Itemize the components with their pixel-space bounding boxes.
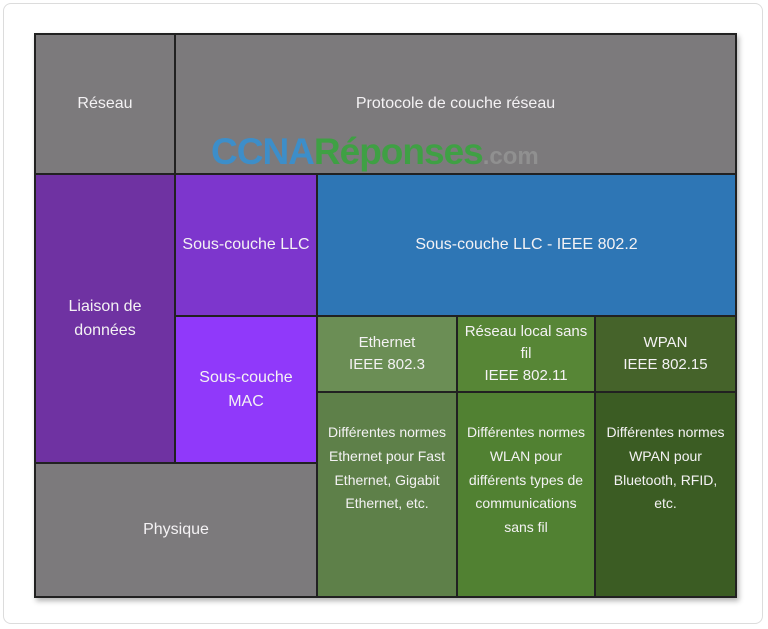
cell-ethernet-header: Ethernet IEEE 802.3 [316, 315, 456, 391]
wpan-description-text: Différentes normes WPAN pour Bluetooth, … [606, 424, 725, 512]
cell-network-protocol: Protocole de couche réseau [174, 33, 735, 173]
wlan-description-text: Différentes normes WLAN pour différents … [466, 424, 585, 536]
cell-ethernet-description: Différentes normes Ethernet pour Fast Et… [316, 391, 456, 596]
ethernet-description-text: Différentes normes Ethernet pour Fast Et… [327, 424, 446, 512]
cell-wlan-header: Réseau local sans fil IEEE 802.11 [456, 315, 594, 391]
ethernet-header-label: Ethernet IEEE 802.3 [349, 334, 425, 373]
llc-sublayer-label: Sous-couche LLC [182, 236, 310, 253]
llc-ieee-label: Sous-couche LLC - IEEE 802.2 [415, 236, 638, 253]
physical-layer-label: Physique [143, 521, 209, 538]
cell-wpan-header: WPAN IEEE 802.15 [594, 315, 735, 391]
cell-wlan-description: Différentes normes WLAN pour différents … [456, 391, 594, 596]
network-layer-label: Réseau [77, 95, 133, 112]
cell-data-link-layer: Liaison de données [34, 173, 174, 462]
wpan-header-label: WPAN IEEE 802.15 [623, 334, 708, 373]
watermark-reponses-part: Réponses [313, 131, 484, 172]
network-protocol-label: Protocole de couche réseau [355, 95, 556, 112]
cell-physical-layer: Physique [34, 462, 316, 596]
cell-network-layer: Réseau [34, 33, 174, 173]
mac-sublayer-label: Sous-couche MAC [199, 368, 293, 410]
ccnareponses-watermark: CCNARéponses.com [211, 131, 539, 173]
cell-llc-ieee-802-2: Sous-couche LLC - IEEE 802.2 [316, 173, 735, 315]
cell-llc-sublayer: Sous-couche LLC [174, 173, 316, 315]
watermark-com-part: .com [482, 143, 539, 170]
data-link-layer-label: Liaison de données [68, 297, 142, 339]
osi-data-link-diagram: Réseau Protocole de couche réseau Liaiso… [34, 33, 737, 598]
cell-wpan-description: Différentes normes WPAN pour Bluetooth, … [594, 391, 735, 596]
watermark-ccna-part: CCNA [211, 131, 315, 172]
cell-mac-sublayer: Sous-couche MAC [174, 315, 316, 462]
page-card: Réseau Protocole de couche réseau Liaiso… [3, 3, 763, 624]
wlan-header-label: Réseau local sans fil IEEE 802.11 [464, 323, 588, 384]
